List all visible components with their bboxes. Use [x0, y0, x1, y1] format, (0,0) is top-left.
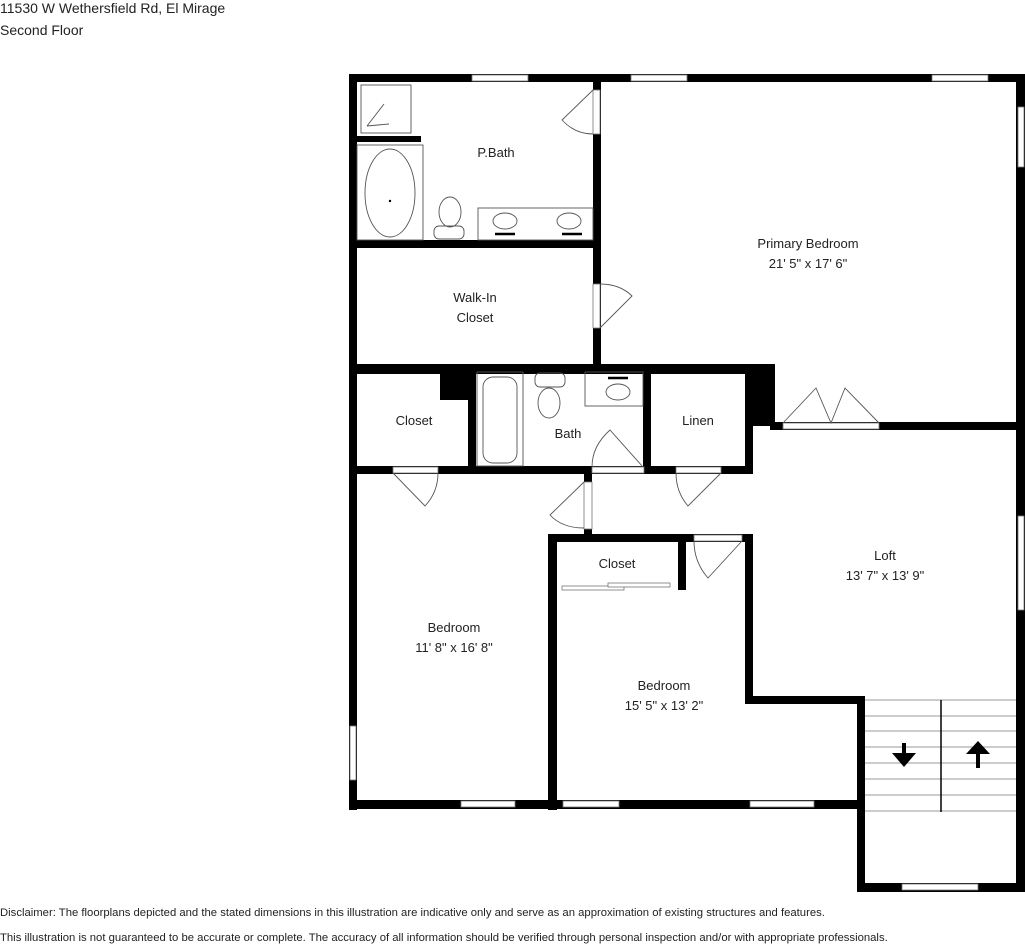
room-label-linen: Linen [682, 413, 714, 428]
toilet-icon [537, 387, 561, 419]
vanity-icon [477, 207, 594, 241]
room-dims-bedroom-mid: 15' 5" x 13' 2" [625, 698, 704, 713]
room-label-pbath: P.Bath [477, 145, 514, 160]
property-address: 11530 W Wethersfield Rd, El Mirage [0, 0, 226, 16]
toilet-icon [438, 196, 462, 228]
room-label-walkin-line1: Walk-In [453, 290, 497, 305]
room-label-loft: Loft [874, 548, 896, 563]
room-label-closet-left: Closet [396, 413, 433, 428]
room-label-bedroom-mid: Bedroom [638, 678, 691, 693]
sink-icon [584, 371, 644, 407]
room-label-primary-bedroom: Primary Bedroom [757, 236, 858, 251]
windows [349, 74, 1025, 891]
disclaimer-line-2: This illustration is not guaranteed to b… [0, 932, 888, 944]
bathtub-icon [364, 148, 416, 238]
doors [392, 89, 880, 591]
room-label-bedroom-left: Bedroom [428, 620, 481, 635]
room-label-walkin-line2: Closet [457, 310, 494, 325]
fixtures [356, 84, 644, 467]
room-dims-bedroom-left: 11' 8" x 16' 8" [415, 640, 493, 655]
arrow-up-icon [966, 741, 990, 768]
floor-label: Second Floor [0, 22, 84, 38]
disclaimer-line-1: Disclaimer: The floorplans depicted and … [0, 907, 825, 919]
shower-icon [360, 84, 412, 134]
bathtub-icon [482, 376, 518, 464]
staircase [865, 699, 1016, 812]
room-dims-primary-bedroom: 21' 5" x 17' 6" [769, 256, 848, 271]
room-dims-loft: 13' 7" x 13' 9" [846, 568, 925, 583]
arrow-down-icon [892, 743, 916, 767]
room-label-bath: Bath [555, 426, 582, 441]
room-label-closet-small: Closet [599, 556, 636, 571]
